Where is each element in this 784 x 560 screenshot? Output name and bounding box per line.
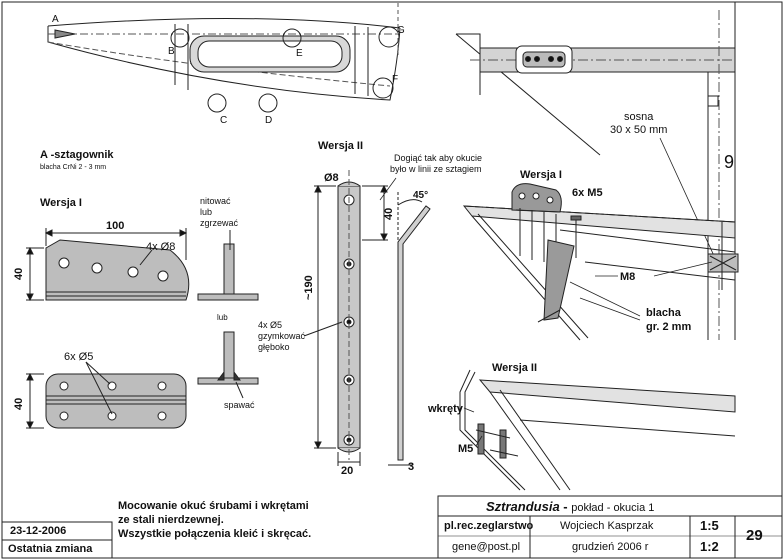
dim-40-a: 40	[13, 268, 25, 280]
label-b: B	[168, 46, 175, 57]
wersja-i-plate	[26, 228, 190, 302]
author-date: grudzień 2006 r	[572, 541, 649, 553]
dim-190: ~190	[303, 275, 315, 300]
m5-6x: 6x M5	[572, 187, 603, 199]
drawing-title-sep: -	[559, 499, 572, 514]
gzymkowac: gzymkować	[258, 331, 306, 341]
label-c: C	[220, 115, 227, 126]
dim-40-b: 40	[13, 398, 25, 410]
nitowac: nitować	[200, 196, 231, 206]
m8: M8	[620, 271, 635, 283]
label-f: F	[392, 74, 398, 85]
spawac: spawać	[224, 400, 255, 410]
t-profile-2	[197, 331, 259, 399]
last-change-label: Ostatnia zmiana	[8, 543, 93, 555]
blacha-gr: gr. 2 mm	[646, 321, 691, 333]
wkrety: wkręty	[427, 403, 464, 415]
nitowac-lub: lub	[200, 207, 212, 217]
title-block	[1, 495, 783, 559]
bend-note-1: Dogiąć tak aby okucie	[394, 153, 482, 163]
scale-1: 1:5	[700, 518, 719, 533]
m5: M5	[458, 443, 473, 455]
wersja-ii-strip	[303, 170, 388, 466]
label-g: G	[397, 25, 405, 36]
dim-3: 3	[408, 461, 414, 473]
wersja-ii-right: Wersja II	[492, 362, 537, 374]
gleboko: głęboko	[258, 342, 290, 352]
dim-40-c: 40	[383, 208, 395, 220]
author-name: Wojciech Kasprzak	[560, 520, 654, 532]
bent-strip-side	[379, 177, 431, 466]
blacha: blacha	[646, 307, 682, 319]
lub-label: lub	[217, 313, 228, 322]
angle-45: 45°	[413, 190, 428, 201]
scale-2: 1:2	[700, 539, 719, 554]
wersja-i-right: Wersja I	[520, 169, 562, 181]
label-a: A	[52, 14, 59, 25]
dim-100: 100	[106, 220, 124, 232]
drawing-title-main: Sztrandusia	[486, 499, 560, 514]
frame-number: 9	[724, 152, 734, 172]
wersja-i-left: Wersja I	[40, 197, 82, 209]
sosna-size: 30 x 50 mm	[610, 124, 667, 136]
drawing-title: Sztrandusia - pokład - okucia 1	[486, 499, 654, 514]
note-line-2: ze stali nierdzewnej.	[118, 514, 224, 526]
bow-frame-detail	[455, 10, 736, 340]
part-a-material: blacha CrNi 2 - 3 mm	[40, 164, 106, 171]
holes-4x8: 4x Ø8	[146, 241, 175, 253]
dim-d8: Ø8	[324, 172, 339, 184]
revision-date: 23-12-2006	[10, 525, 67, 537]
zgrzewac: zgrzewać	[200, 218, 239, 228]
site-name: pl.rec.zeglarstwo	[444, 520, 534, 532]
sosna-label: sosna	[624, 111, 654, 123]
t-profile-1	[197, 230, 259, 301]
sheet-number: 29	[746, 527, 763, 544]
hull-top-view	[47, 3, 401, 113]
author-email: gene@post.pl	[452, 541, 521, 553]
wersja-ii-assembly	[459, 369, 736, 491]
dim-20: 20	[341, 465, 353, 477]
bend-note-2: było w linii ze sztagiem	[390, 164, 482, 174]
holes-6x5: 6x Ø5	[64, 351, 93, 363]
six-hole-plate	[26, 361, 187, 430]
note-line-1: Mocowanie okuć śrubami i wkrętami	[118, 500, 309, 512]
part-a-title: A -sztagownik	[40, 149, 114, 161]
label-e: E	[296, 48, 303, 59]
holes-4x5: 4x Ø5	[258, 320, 282, 330]
wersja-ii-title: Wersja II	[318, 140, 363, 152]
label-d: D	[265, 115, 272, 126]
note-line-3: Wszystkie połączenia kleić i skręcać.	[118, 528, 312, 540]
drawing-title-sub: pokład - okucia 1	[571, 502, 655, 514]
